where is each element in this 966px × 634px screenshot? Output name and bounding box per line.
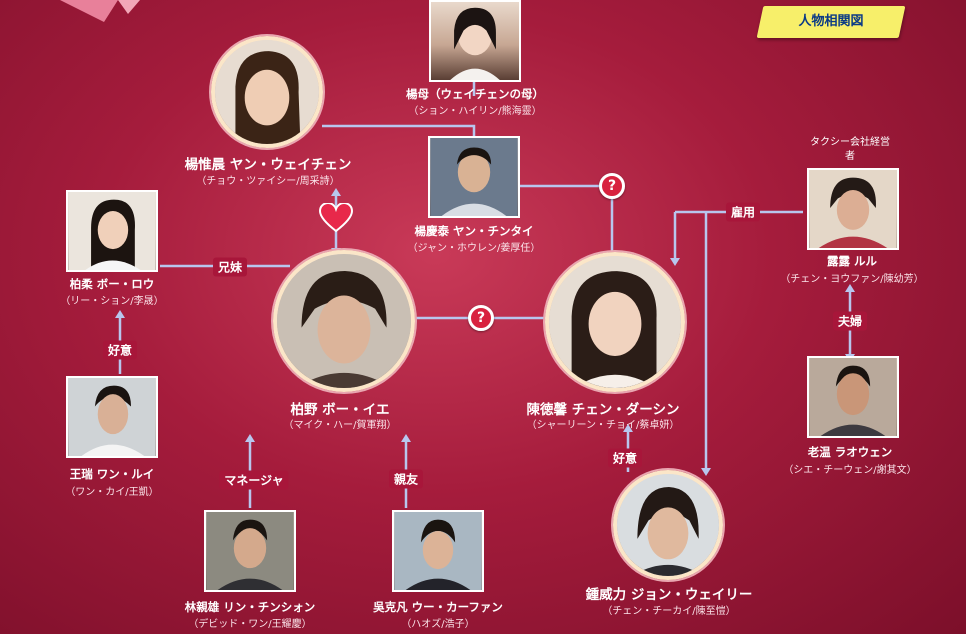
portrait-yang-qingtai	[428, 136, 520, 218]
name-yang-weichen: 楊惟晨 ヤン・ウェイチェン	[184, 157, 352, 173]
name-lao-wen: 老温 ラオウェン	[807, 445, 893, 459]
portrait-icon	[68, 192, 156, 270]
portrait-icon	[549, 256, 681, 388]
portrait-bai-ye	[273, 250, 415, 392]
portrait-yang-mother	[429, 0, 521, 82]
sub-wang-rui: （ワン・カイ/王凱）	[65, 487, 159, 498]
portrait-icon	[394, 512, 482, 590]
relation-manager: マネージャ	[219, 470, 289, 490]
ribbon-decoration	[60, 0, 140, 22]
portrait-icon	[809, 358, 897, 436]
sub-bai-ye: （マイク・ハー/賀軍翔）	[283, 420, 397, 431]
sub-bai-rou: （リー・ション/李晟）	[60, 296, 164, 307]
portrait-icon	[277, 254, 411, 388]
chart-title: 人物相関図	[798, 14, 864, 29]
unknown-relation-badge: ?	[468, 305, 494, 331]
sub-lao-wen: （シエ・チーウェン/謝其文）	[783, 465, 917, 476]
sub-yang-mother: （ション・ハイリン/熊海靈）	[408, 106, 542, 117]
relation-siblings: 兄妹	[212, 257, 248, 277]
portrait-icon	[430, 138, 518, 216]
heart-icon	[318, 201, 354, 237]
portrait-icon	[68, 378, 156, 456]
name-wang-rui: 王瑞 ワン・ルイ	[69, 467, 155, 481]
relation-employs: 雇用	[725, 202, 761, 222]
sub-lin-qinxiong: （デビッド・ワン/王耀慶）	[188, 619, 312, 630]
sub-chen-dexin: （シャーリーン・チョイ/蔡卓妍）	[526, 420, 680, 431]
relation-likes-right: 好意	[607, 448, 643, 468]
relation-likes-left: 好意	[102, 340, 138, 360]
portrait-icon	[206, 512, 294, 590]
name-yang-qingtai: 楊慶泰 ヤン・チンタイ	[414, 224, 534, 238]
portrait-icon	[450, 7, 500, 80]
name-zhong-weili: 鍾威力 ジョン・ウェイリー	[585, 587, 753, 603]
sub-wu-kefan: （ハオズ/浩子）	[401, 619, 475, 630]
name-yang-mother: 楊母（ウェイチェンの母）	[406, 87, 544, 101]
portrait-lulu	[807, 168, 899, 250]
sub-yang-weichen: （チョウ・ツァイシー/周采詩）	[196, 176, 340, 187]
name-wu-kefan: 吳克凡 ウー・カーファン	[373, 600, 503, 614]
portrait-wu-kefan	[392, 510, 484, 592]
unknown-relation-badge: ?	[599, 173, 625, 199]
portrait-lin-qinxiong	[204, 510, 296, 592]
portrait-lao-wen	[807, 356, 899, 438]
sub-lulu: （チェン・ヨウファン/陳幼芳）	[780, 274, 924, 285]
sub-yang-qingtai: （ジャン・ホウレン/姜厚任）	[407, 243, 541, 254]
name-chen-dexin: 陳徳馨 チェン・ダーシン	[526, 402, 680, 418]
name-bai-rou: 柏柔 ボー・ロウ	[69, 277, 155, 291]
portrait-icon	[215, 40, 319, 144]
sub-zhong-weili: （チェン・チーカイ/陳至愷）	[602, 606, 736, 617]
name-bai-ye: 柏野 ボー・イエ	[290, 402, 390, 418]
relation-best-friend: 親友	[388, 469, 424, 489]
portrait-wang-rui	[66, 376, 158, 458]
name-lulu: 露露 ルル	[826, 254, 878, 268]
name-lin-qinxiong: 林親雄 リン・チンシォン	[184, 600, 316, 614]
portrait-yang-weichen	[211, 36, 323, 148]
portrait-chen-dexin	[545, 252, 685, 392]
portrait-icon	[809, 170, 897, 248]
relation-married: 夫婦	[832, 311, 868, 331]
portrait-zhong-weili	[613, 470, 723, 580]
portrait-bai-rou	[66, 190, 158, 272]
chart-title-tag: 人物相関図	[756, 6, 906, 38]
label-taxi-owner: タクシー会社経営者	[810, 137, 890, 162]
portrait-icon	[617, 474, 719, 576]
